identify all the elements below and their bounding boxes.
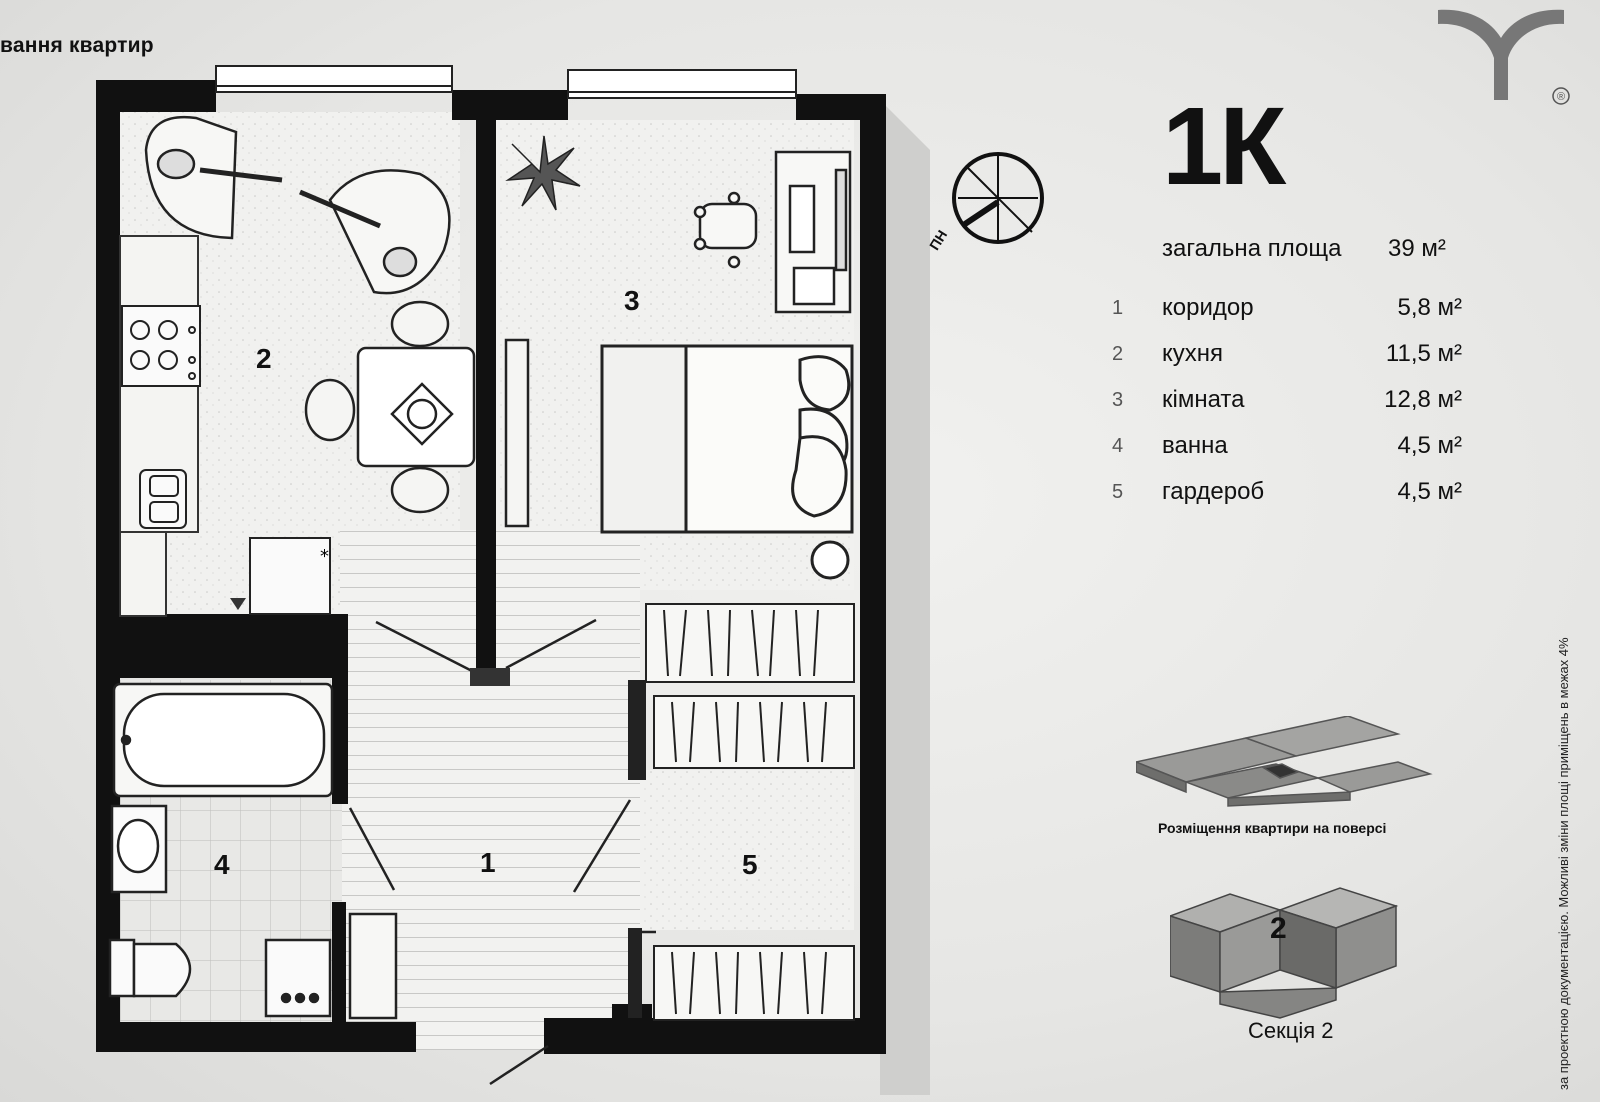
svg-text:*: * xyxy=(320,546,329,567)
washing-machine-icon xyxy=(264,938,332,1018)
apartment-type: 1К xyxy=(1162,85,1286,208)
floor-position-map xyxy=(1136,716,1433,807)
total-area-value: 39 м² xyxy=(1388,235,1446,262)
section-caption: Секція 2 xyxy=(1248,1018,1334,1043)
floor-position-caption: Розміщення квартири на поверсі xyxy=(1158,820,1387,836)
plant-icon xyxy=(505,135,581,211)
room-area: 11,5 м² xyxy=(1385,340,1462,367)
windows xyxy=(215,65,797,99)
north-compass-icon xyxy=(952,152,1044,244)
room-label-5: 5 xyxy=(742,849,758,880)
washbasin-icon xyxy=(110,804,168,894)
wardrobe-floor xyxy=(640,770,854,930)
room-row: 3 кімната 12,8 м² xyxy=(1112,385,1462,415)
room-row: 1 коридор 5,8 м² xyxy=(1112,293,1462,323)
office-chair-icon xyxy=(693,191,758,269)
room-row: 4 ванна 4,5 м² xyxy=(1112,431,1462,461)
lamp-icon xyxy=(810,540,850,580)
room-label-1: 1 xyxy=(480,847,496,878)
toilet-icon xyxy=(108,938,192,998)
room-row: 5 гардероб 4,5 м² xyxy=(1112,477,1462,507)
apartment-floor-plan: * xyxy=(96,65,930,1095)
developer-logo-icon: ® xyxy=(1438,9,1570,105)
shoe-cabinet-icon xyxy=(348,912,398,1020)
fridge-icon: * xyxy=(230,537,331,615)
room-number: 4 xyxy=(1112,435,1124,457)
total-area-label: загальна площа xyxy=(1162,235,1342,262)
room-name: ванна xyxy=(1162,432,1228,459)
room-area: 12,8 м² xyxy=(1384,386,1462,413)
armchair-icons xyxy=(144,115,451,295)
tv-icon xyxy=(504,338,530,528)
kitchen-sink-icon xyxy=(139,469,187,529)
room-name: кімната xyxy=(1162,386,1245,413)
walls xyxy=(96,80,886,1054)
stove-icon xyxy=(121,305,201,387)
room-number: 2 xyxy=(1112,343,1124,365)
dining-table-icon xyxy=(304,300,476,514)
room-area: 4,5 м² xyxy=(1397,432,1462,459)
room-area: 4,5 м² xyxy=(1397,478,1462,505)
section-number: 2 xyxy=(1270,912,1287,945)
door-swings xyxy=(348,618,656,1086)
section-block-icon: 2 xyxy=(1170,887,1399,1019)
room-name: кухня xyxy=(1162,340,1224,367)
wardrobe-shelves xyxy=(645,603,855,1021)
side-disclaimer: за проектною документацією. Можливі змін… xyxy=(1556,637,1571,1090)
room-name: гардероб xyxy=(1162,478,1265,505)
room-row: 2 кухня 11,5 м² xyxy=(1112,339,1462,369)
room-number: 5 xyxy=(1112,481,1124,503)
double-bed-icon xyxy=(600,344,854,534)
bathtub-icon xyxy=(112,682,334,798)
room-label-2: 2 xyxy=(256,343,272,374)
desk-icon xyxy=(774,150,852,314)
room-name: коридор xyxy=(1162,294,1254,321)
room-number: 3 xyxy=(1112,389,1124,411)
room-label-4: 4 xyxy=(214,849,230,880)
registered-mark: ® xyxy=(1557,91,1565,103)
room-area: 5,8 м² xyxy=(1397,294,1462,321)
room-number: 1 xyxy=(1112,297,1124,319)
header-title: вання квартир xyxy=(0,34,154,57)
room-label-3: 3 xyxy=(624,285,640,316)
